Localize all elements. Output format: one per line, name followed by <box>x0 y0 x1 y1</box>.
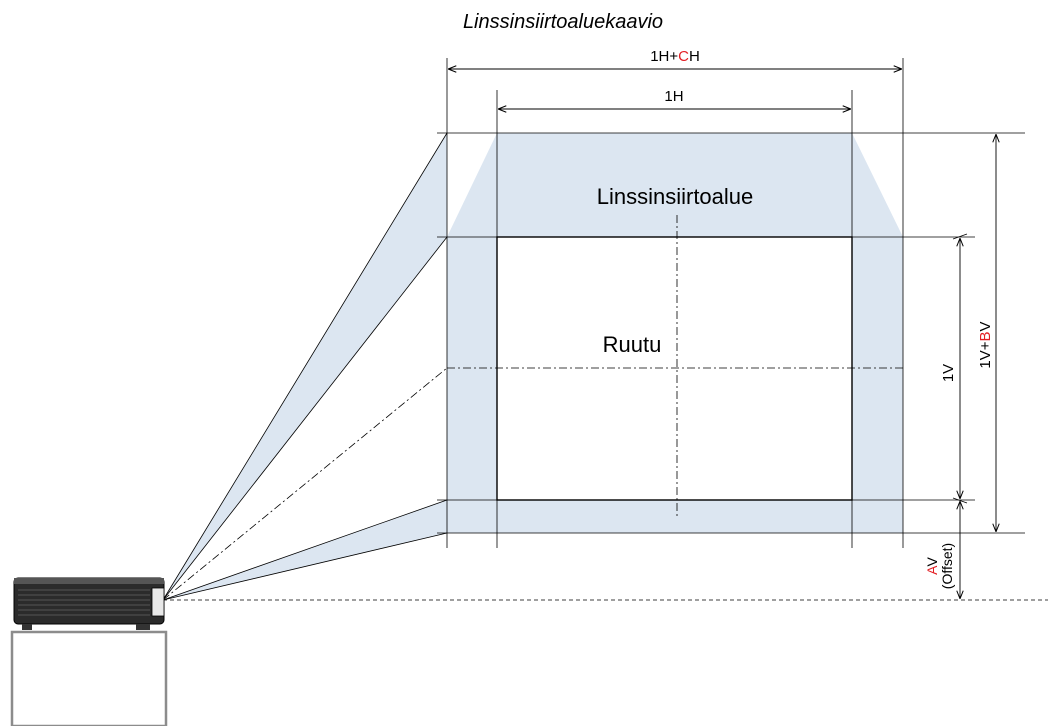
diagram-title: Linssinsiirtoaluekaavio <box>463 11 663 33</box>
label-1v-plus-bv: 1V+BV <box>977 321 994 368</box>
label-lens-shift-area: Linssinsiirtoalue <box>597 184 754 209</box>
dimension-arrows <box>449 69 996 598</box>
screen-rect <box>496 236 853 501</box>
beam-lines <box>162 132 448 601</box>
label-offset: (Offset) <box>939 543 955 589</box>
projector-stand <box>10 630 168 726</box>
label-av: AV <box>924 557 940 575</box>
horizontal-reference-lines <box>437 132 1025 534</box>
vertical-reference-lines <box>446 58 904 548</box>
label-1h-plus-ch: 1H+CH <box>650 48 700 65</box>
label-1v: 1V <box>940 364 957 382</box>
label-1h: 1H <box>664 88 683 105</box>
projector-icon <box>13 577 165 630</box>
tick-marks <box>952 233 968 504</box>
label-screen: Ruutu <box>603 332 662 357</box>
